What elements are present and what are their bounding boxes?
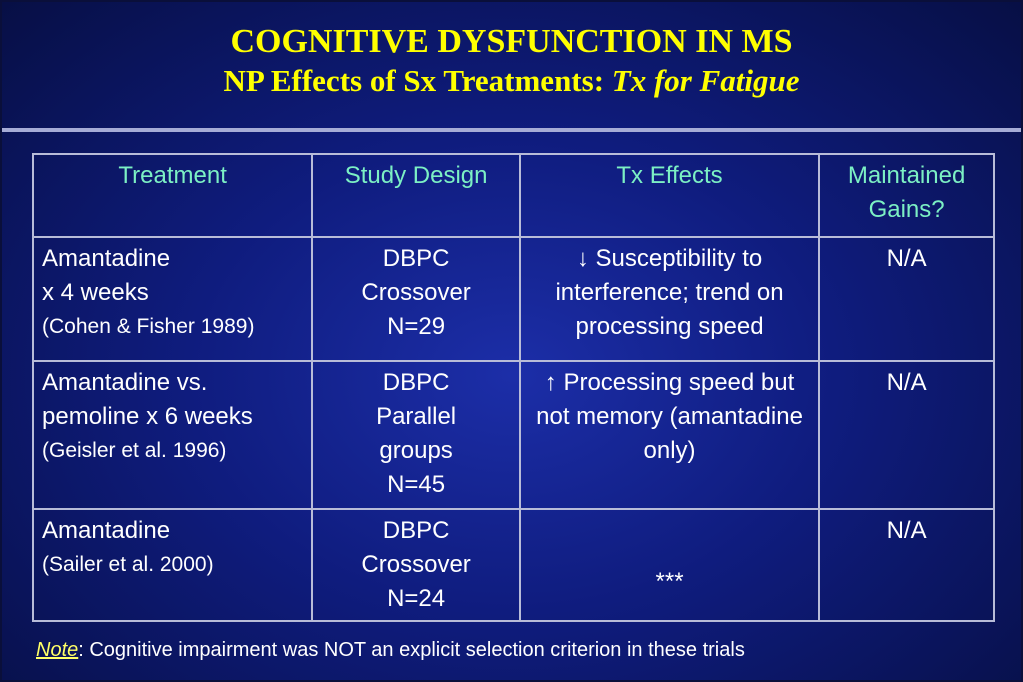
- cell-treatment: Amantadine (Sailer et al. 2000): [31, 508, 314, 622]
- slide-title: COGNITIVE DYSFUNCTION IN MS NP Effects o…: [2, 22, 1021, 100]
- cell-study-design: DBPC Parallel groups N=45: [311, 360, 521, 510]
- table-header-row: Treatment Study Design Tx Effects Mainta…: [31, 153, 995, 238]
- effect-text: Processing speed but not memory (amantad…: [536, 369, 803, 464]
- header-study-design: Study Design: [311, 153, 521, 238]
- header-maintained-gains: Maintained Gains?: [818, 153, 995, 238]
- citation: (Cohen & Fisher 1989): [42, 315, 255, 338]
- title-line-1: COGNITIVE DYSFUNCTION IN MS: [230, 23, 793, 60]
- header-tx-effects: Tx Effects: [518, 153, 821, 238]
- cell-tx-effects: ***: [518, 508, 821, 622]
- arrow-up-icon: ↑: [544, 369, 557, 396]
- treatment-line-1: Amantadine vs.: [42, 369, 208, 396]
- treatment-line-1: Amantadine: [42, 245, 171, 272]
- cell-tx-effects: ↑ Processing speed but not memory (amant…: [518, 360, 821, 510]
- table-row: Amantadine vs. pemoline x 6 weeks (Geisl…: [31, 360, 995, 510]
- design-line-2: Parallel: [376, 403, 457, 430]
- header-maintained-gains-l2: Gains?: [868, 196, 945, 223]
- cell-maintained-gains: N/A: [818, 236, 995, 362]
- design-line-1: DBPC: [382, 517, 450, 544]
- cell-maintained-gains: N/A: [818, 508, 995, 622]
- cell-treatment: Amantadine x 4 weeks (Cohen & Fisher 198…: [31, 236, 314, 362]
- title-line-2: NP Effects of Sx Treatments: Tx for Fati…: [2, 62, 1021, 100]
- cell-study-design: DBPC Crossover N=24: [311, 508, 521, 622]
- table-row: Amantadine x 4 weeks (Cohen & Fisher 198…: [31, 236, 995, 362]
- design-line-2: Crossover: [361, 279, 471, 306]
- note-label: Note: [36, 639, 79, 661]
- treatment-line-2: pemoline x 6 weeks: [42, 403, 253, 430]
- design-line-3: groups: [379, 437, 453, 464]
- citation: (Sailer et al. 2000): [42, 553, 214, 576]
- design-line-1: DBPC: [382, 369, 450, 396]
- citation: (Geisler et al. 1996): [42, 439, 227, 462]
- treatment-line-1: Amantadine: [42, 517, 171, 544]
- title-line-2-italic: Tx for Fatigue: [611, 63, 800, 98]
- cell-tx-effects: ↓ Susceptibility to interference; trend …: [518, 236, 821, 362]
- treatment-table: Treatment Study Design Tx Effects Mainta…: [31, 153, 995, 622]
- design-line-3: N=29: [387, 313, 446, 340]
- table-row: Amantadine (Sailer et al. 2000) DBPC Cro…: [31, 508, 995, 622]
- arrow-down-icon: ↓: [576, 245, 589, 272]
- design-line-1: DBPC: [382, 245, 450, 272]
- treatment-line-2: x 4 weeks: [42, 279, 149, 306]
- header-maintained-gains-l1: Maintained: [847, 162, 966, 189]
- footnote: Note: Cognitive impairment was NOT an ex…: [36, 638, 745, 662]
- header-treatment: Treatment: [31, 153, 314, 238]
- design-line-3: N=24: [387, 585, 446, 612]
- design-line-4: N=45: [387, 471, 446, 498]
- title-divider: [2, 128, 1021, 132]
- cell-treatment: Amantadine vs. pemoline x 6 weeks (Geisl…: [31, 360, 314, 510]
- cell-maintained-gains: N/A: [818, 360, 995, 510]
- cell-study-design: DBPC Crossover N=29: [311, 236, 521, 362]
- note-text: : Cognitive impairment was NOT an explic…: [78, 639, 745, 661]
- title-line-2-main: NP Effects of Sx Treatments:: [223, 63, 605, 98]
- effect-text: Susceptibility to interference; trend on…: [555, 245, 784, 340]
- design-line-2: Crossover: [361, 551, 471, 578]
